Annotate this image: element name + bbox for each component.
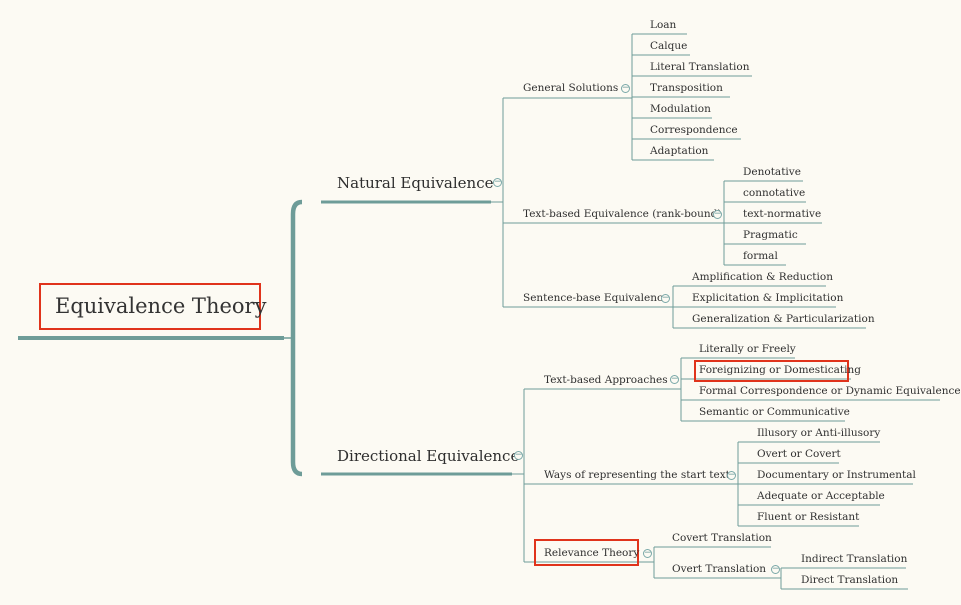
leaf-adaptation[interactable]: Adaptation: [650, 145, 709, 157]
leaf-indirect-translation[interactable]: Indirect Translation: [801, 553, 908, 565]
leaf-correspondence[interactable]: Correspondence: [650, 124, 738, 136]
collapse-general-icon[interactable]: −: [621, 83, 630, 93]
leaf-adequate[interactable]: Adequate or Acceptable: [757, 490, 885, 502]
leaf-formal[interactable]: formal: [743, 250, 778, 262]
leaf-direct-translation[interactable]: Direct Translation: [801, 574, 899, 586]
leaf-illusory[interactable]: Illusory or Anti-illusory: [757, 427, 881, 439]
topic-text-based-equivalence[interactable]: Text-based Equivalence (rank-bound): [523, 208, 722, 220]
topic-general-solutions[interactable]: General Solutions: [523, 82, 619, 94]
leaf-amplification[interactable]: Amplification & Reduction: [692, 271, 833, 283]
collapse-textbased-icon[interactable]: −: [713, 209, 722, 219]
collapse-relevance-icon[interactable]: −: [643, 548, 652, 558]
collapse-natural-icon[interactable]: −: [493, 177, 502, 187]
collapse-overt-icon[interactable]: −: [771, 564, 780, 574]
topic-ways-of-representing[interactable]: Ways of representing the start text: [544, 469, 730, 481]
leaf-covert-translation[interactable]: Covert Translation: [672, 532, 772, 544]
leaf-fluent[interactable]: Fluent or Resistant: [757, 511, 860, 523]
leaf-transposition[interactable]: Transposition: [650, 82, 723, 94]
leaf-connotative[interactable]: connotative: [743, 187, 806, 199]
leaf-semantic[interactable]: Semantic or Communicative: [699, 406, 850, 418]
leaf-loan[interactable]: Loan: [650, 19, 677, 31]
leaf-foreignizing[interactable]: Foreignizing or Domesticating: [699, 364, 861, 376]
leaf-literal-translation[interactable]: Literal Translation: [650, 61, 750, 73]
leaf-explicitation[interactable]: Explicitation & Implicitation: [692, 292, 844, 304]
leaf-literally-or-freely[interactable]: Literally or Freely: [699, 343, 796, 355]
leaf-pragmatic[interactable]: Pragmatic: [743, 229, 798, 241]
collapse-directional-icon[interactable]: −: [514, 450, 523, 460]
leaf-overt-or-covert[interactable]: Overt or Covert: [757, 448, 841, 460]
leaf-formal-correspondence[interactable]: Formal Correspondence or Dynamic Equival…: [699, 385, 961, 397]
leaf-documentary[interactable]: Documentary or Instrumental: [757, 469, 916, 481]
leaf-calque[interactable]: Calque: [650, 40, 688, 52]
leaf-generalization[interactable]: Generalization & Particularization: [692, 313, 875, 325]
leaf-text-normative[interactable]: text-normative: [743, 208, 822, 220]
relevance-highlight: [534, 539, 639, 566]
collapse-sentence-icon[interactable]: −: [661, 293, 670, 303]
topic-directional-equivalence[interactable]: Directional Equivalence: [337, 447, 520, 465]
leaf-modulation[interactable]: Modulation: [650, 103, 711, 115]
collapse-approaches-icon[interactable]: −: [670, 374, 679, 384]
topic-natural-equivalence[interactable]: Natural Equivalence: [337, 174, 494, 192]
root-highlight: [39, 283, 261, 330]
root-topic[interactable]: Equivalence Theory: [55, 294, 267, 318]
topic-text-based-approaches[interactable]: Text-based Approaches: [544, 374, 668, 386]
collapse-ways-icon[interactable]: −: [727, 470, 736, 480]
topic-sentence-base-equivalence[interactable]: Sentence-base Equivalence: [523, 292, 670, 304]
leaf-denotative[interactable]: Denotative: [743, 166, 801, 178]
foreignizing-highlight: [694, 360, 849, 382]
topic-overt-translation[interactable]: Overt Translation: [672, 563, 767, 575]
topic-relevance-theory[interactable]: Relevance Theory: [544, 547, 640, 559]
